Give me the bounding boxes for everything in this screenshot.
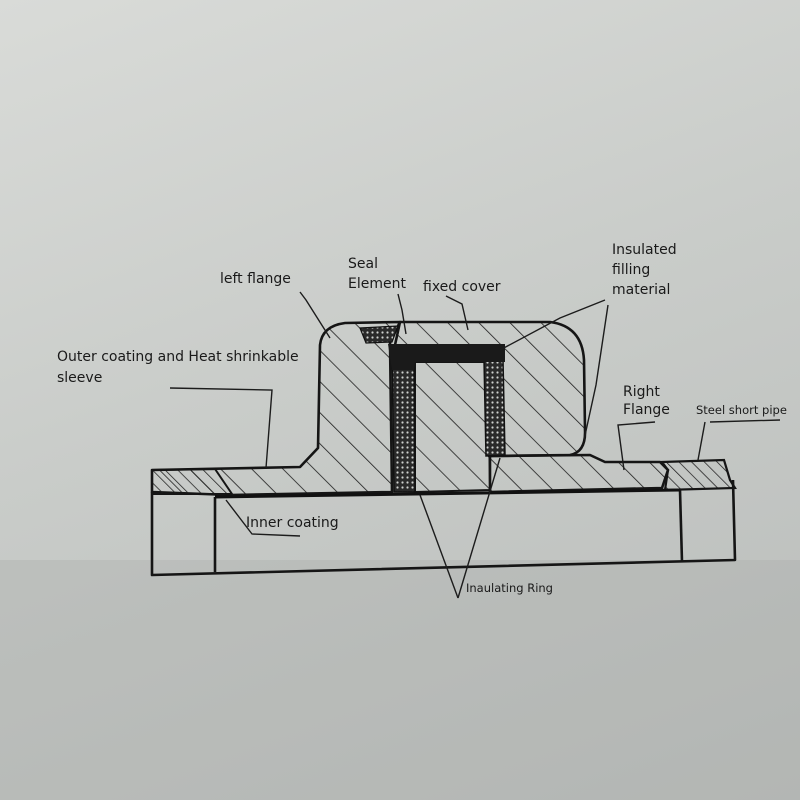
inner-coating-line <box>214 488 681 499</box>
label-fixed-cover: fixed cover <box>423 279 501 295</box>
pipe-base <box>150 479 737 577</box>
label-left-flange: left flange <box>220 271 291 287</box>
left-flange <box>150 320 402 497</box>
seal-element <box>388 344 505 370</box>
label-seal: Seal <box>348 256 378 272</box>
left-pipe-end <box>151 467 234 495</box>
label-right: Right <box>623 384 660 400</box>
label-material: material <box>612 282 670 298</box>
label-filling: filling <box>612 262 650 278</box>
leader-lines <box>169 291 781 599</box>
label-outer-coating: Outer coating and Heat shrinkable <box>57 349 299 365</box>
label-insulating-ring: Inaulating Ring <box>466 581 553 595</box>
label-steel-short-pipe: Steel short pipe <box>696 403 787 417</box>
label-inner-coating: Inner coating <box>246 515 339 531</box>
insulating-ring-right <box>483 359 506 457</box>
label-sleeve: sleeve <box>57 370 102 386</box>
right-flange <box>488 453 670 494</box>
steel-short-pipe <box>659 458 737 492</box>
label-insulated: Insulated <box>612 242 677 258</box>
paper-shadow <box>0 560 800 800</box>
label-element: Element <box>348 276 406 292</box>
seal-element-top <box>359 325 399 344</box>
insulating-ring-left <box>391 349 416 493</box>
central-block <box>414 361 492 494</box>
label-flange: Flange <box>623 402 670 418</box>
